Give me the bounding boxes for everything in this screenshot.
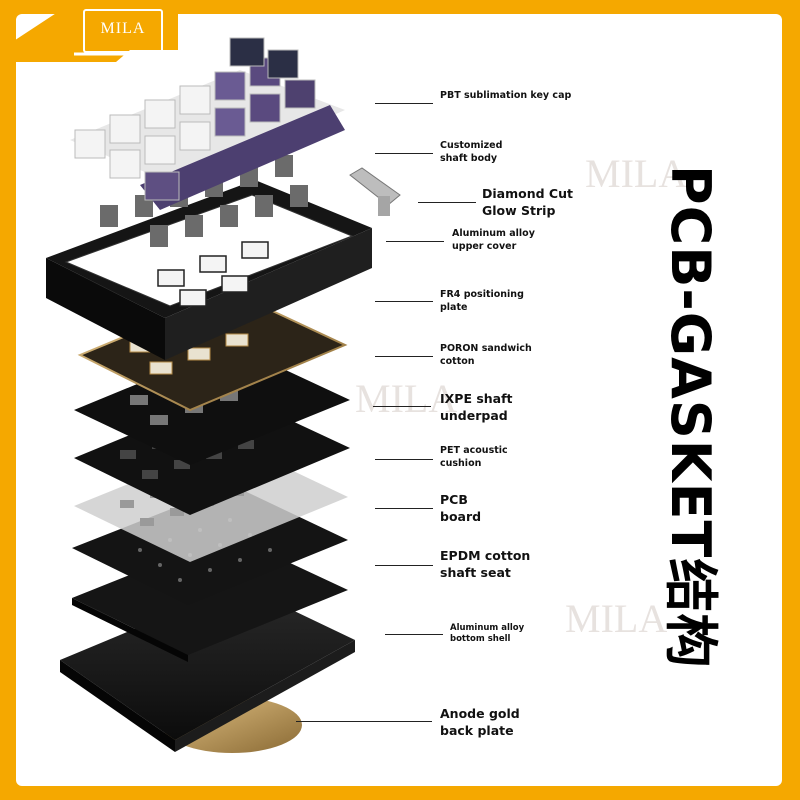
- label-shaft: Customized shaft body: [440, 140, 503, 164]
- leader-line: [375, 508, 433, 509]
- label-bottom-shell: Aluminum alloy bottom shell: [450, 623, 525, 645]
- label-glow-strip: Diamond Cut Glow Strip: [482, 186, 573, 218]
- label-ixpe: IXPE shaft underpad: [440, 391, 513, 423]
- leader-line: [296, 721, 432, 722]
- label-upper-cover: Aluminum alloy upper cover: [452, 228, 535, 252]
- page-title: PCB-GASKET结构: [659, 165, 722, 669]
- title-area: PCB-GASKET结构: [640, 160, 730, 668]
- leader-line: [386, 241, 444, 242]
- leader-line: [418, 202, 476, 203]
- leader-line: [375, 459, 433, 460]
- label-pcb: PCB board: [440, 492, 482, 524]
- watermark: MILA: [565, 596, 668, 641]
- leader-line: [375, 153, 433, 154]
- label-keycap: PBT sublimation key cap: [440, 90, 572, 101]
- label-fr4-plate: FR4 positioning plate: [440, 289, 524, 313]
- label-epdm: EPDM cotton shaft seat: [440, 548, 531, 580]
- label-poron: PORON sandwich cotton: [440, 343, 532, 367]
- brand-logo: MILA: [0, 0, 178, 62]
- keycaps-layer: [70, 37, 345, 210]
- leader-line: [385, 634, 443, 635]
- leader-line: [375, 103, 433, 104]
- leader-line: [375, 565, 433, 566]
- upper-cover-layer: [46, 180, 372, 360]
- leader-line: [375, 356, 433, 357]
- label-pet: PET acoustic cushion: [440, 445, 508, 469]
- bottom-shell-layer: [60, 585, 355, 752]
- label-anode-plate: Anode gold back plate: [440, 706, 520, 738]
- laptop-icon: [0, 4, 178, 62]
- glow-strip: [349, 167, 401, 216]
- brand-logo-text: MILA: [100, 20, 146, 37]
- leader-line: [373, 406, 431, 407]
- watermark: MILA: [585, 151, 688, 196]
- watermark: MILA: [355, 376, 458, 421]
- leader-line: [375, 301, 433, 302]
